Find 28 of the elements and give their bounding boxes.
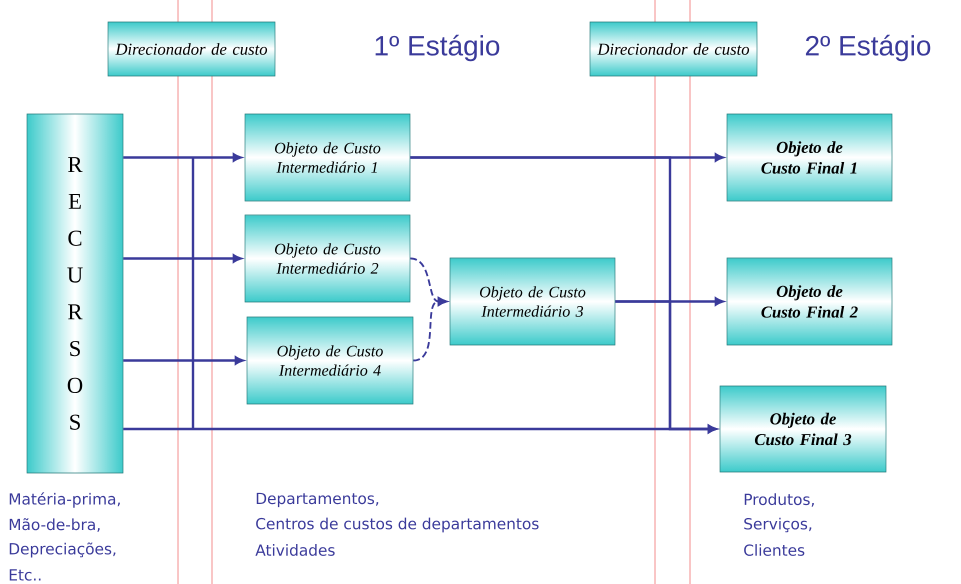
list-item: Etc.. xyxy=(10,569,40,581)
arrow xyxy=(615,300,717,434)
result-box: Objeto de Custo Final 1 xyxy=(726,114,892,202)
list-item: Departamentos, xyxy=(256,492,378,508)
list-item: Clientes xyxy=(744,544,804,556)
resources-bar: R E C U R S O S xyxy=(26,114,124,474)
process-box: Objeto de Custo Intermediário 2 xyxy=(244,214,410,302)
stage-title: 2º Estágio xyxy=(806,34,930,62)
list-item: Atividades xyxy=(255,544,335,556)
list-item: Mão-de-bra, xyxy=(10,518,100,532)
result-box: Objeto de Custo Final 3 xyxy=(720,386,886,472)
arrow xyxy=(123,153,242,162)
process-box: Objeto de Custo Intermediário 4 xyxy=(246,316,414,404)
bus-line xyxy=(192,158,194,429)
result-box: Objeto de Custo Final 2 xyxy=(726,258,892,346)
list-item: Matéria-prima, xyxy=(10,492,120,508)
arrow xyxy=(413,297,448,362)
label-box: Direcionador de custo xyxy=(108,22,276,76)
list-item: Centros de custos de departamentos xyxy=(256,518,539,532)
arrow xyxy=(123,254,242,263)
process-box: Objeto de Custo Intermediário 1 xyxy=(244,114,410,202)
list-item: Depreciações, xyxy=(10,542,116,558)
process-box: Objeto de Custo Intermediário 3 xyxy=(450,258,616,346)
list-item: Produtos, xyxy=(744,493,814,507)
stage-title: 1º Estágio xyxy=(376,34,500,62)
label-box: Direcionador de custo xyxy=(590,22,758,76)
list-item: Serviços, xyxy=(744,518,812,532)
arrow xyxy=(123,356,244,365)
